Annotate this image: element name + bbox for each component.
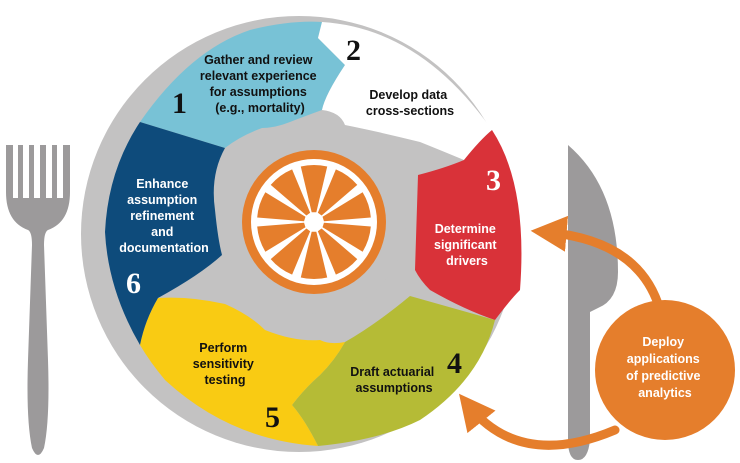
segment-2-number: 2: [346, 34, 361, 67]
arrow-to-step-3: [530, 215, 665, 315]
fork-icon: [6, 145, 70, 455]
orange-wedge: [317, 228, 358, 275]
orange-wedge: [257, 192, 306, 222]
orange-wedge: [257, 222, 306, 252]
feedback-arrows: [458, 215, 665, 450]
segment-4-number: 4: [447, 347, 462, 380]
orange-wedge: [317, 169, 358, 216]
orange-wedge: [300, 165, 328, 213]
segment-4-label: Draft actuarial assumptions: [350, 365, 438, 395]
orange-wedge: [270, 169, 311, 216]
knife-icon: [568, 145, 618, 460]
segment-4[interactable]: [292, 296, 495, 446]
segment-6-label: Enhance assumption refinement and docume…: [119, 177, 209, 255]
orange-slice-icon: [242, 150, 386, 294]
segment-5-number: 5: [265, 401, 280, 434]
segment-3[interactable]: [415, 130, 522, 320]
arrow-to-step-4: [458, 393, 620, 450]
segment-2-label: Develop data cross-sections: [366, 88, 454, 118]
segment-5[interactable]: [140, 297, 345, 446]
orange-wedge: [270, 228, 311, 275]
segment-6-number: 6: [126, 267, 141, 300]
orange-wedge: [322, 192, 371, 222]
segment-3-number: 3: [486, 164, 501, 197]
segment-1[interactable]: [140, 21, 345, 148]
deploy-label: Deploy applications of predictive analyt…: [626, 335, 704, 400]
orange-wedge: [322, 222, 371, 252]
segment-2[interactable]: [318, 22, 492, 160]
segment-5-label: Perform sensitivity testing: [193, 341, 258, 387]
segment-1-label: Gather and review relevant experience fo…: [200, 53, 320, 115]
segment-3-label: Determine significant drivers: [434, 222, 500, 268]
segment-6[interactable]: [105, 122, 225, 345]
segment-1-number: 1: [172, 87, 187, 120]
deploy-node: Deploy applications of predictive analyt…: [595, 300, 735, 440]
orange-wedge: [300, 231, 328, 279]
